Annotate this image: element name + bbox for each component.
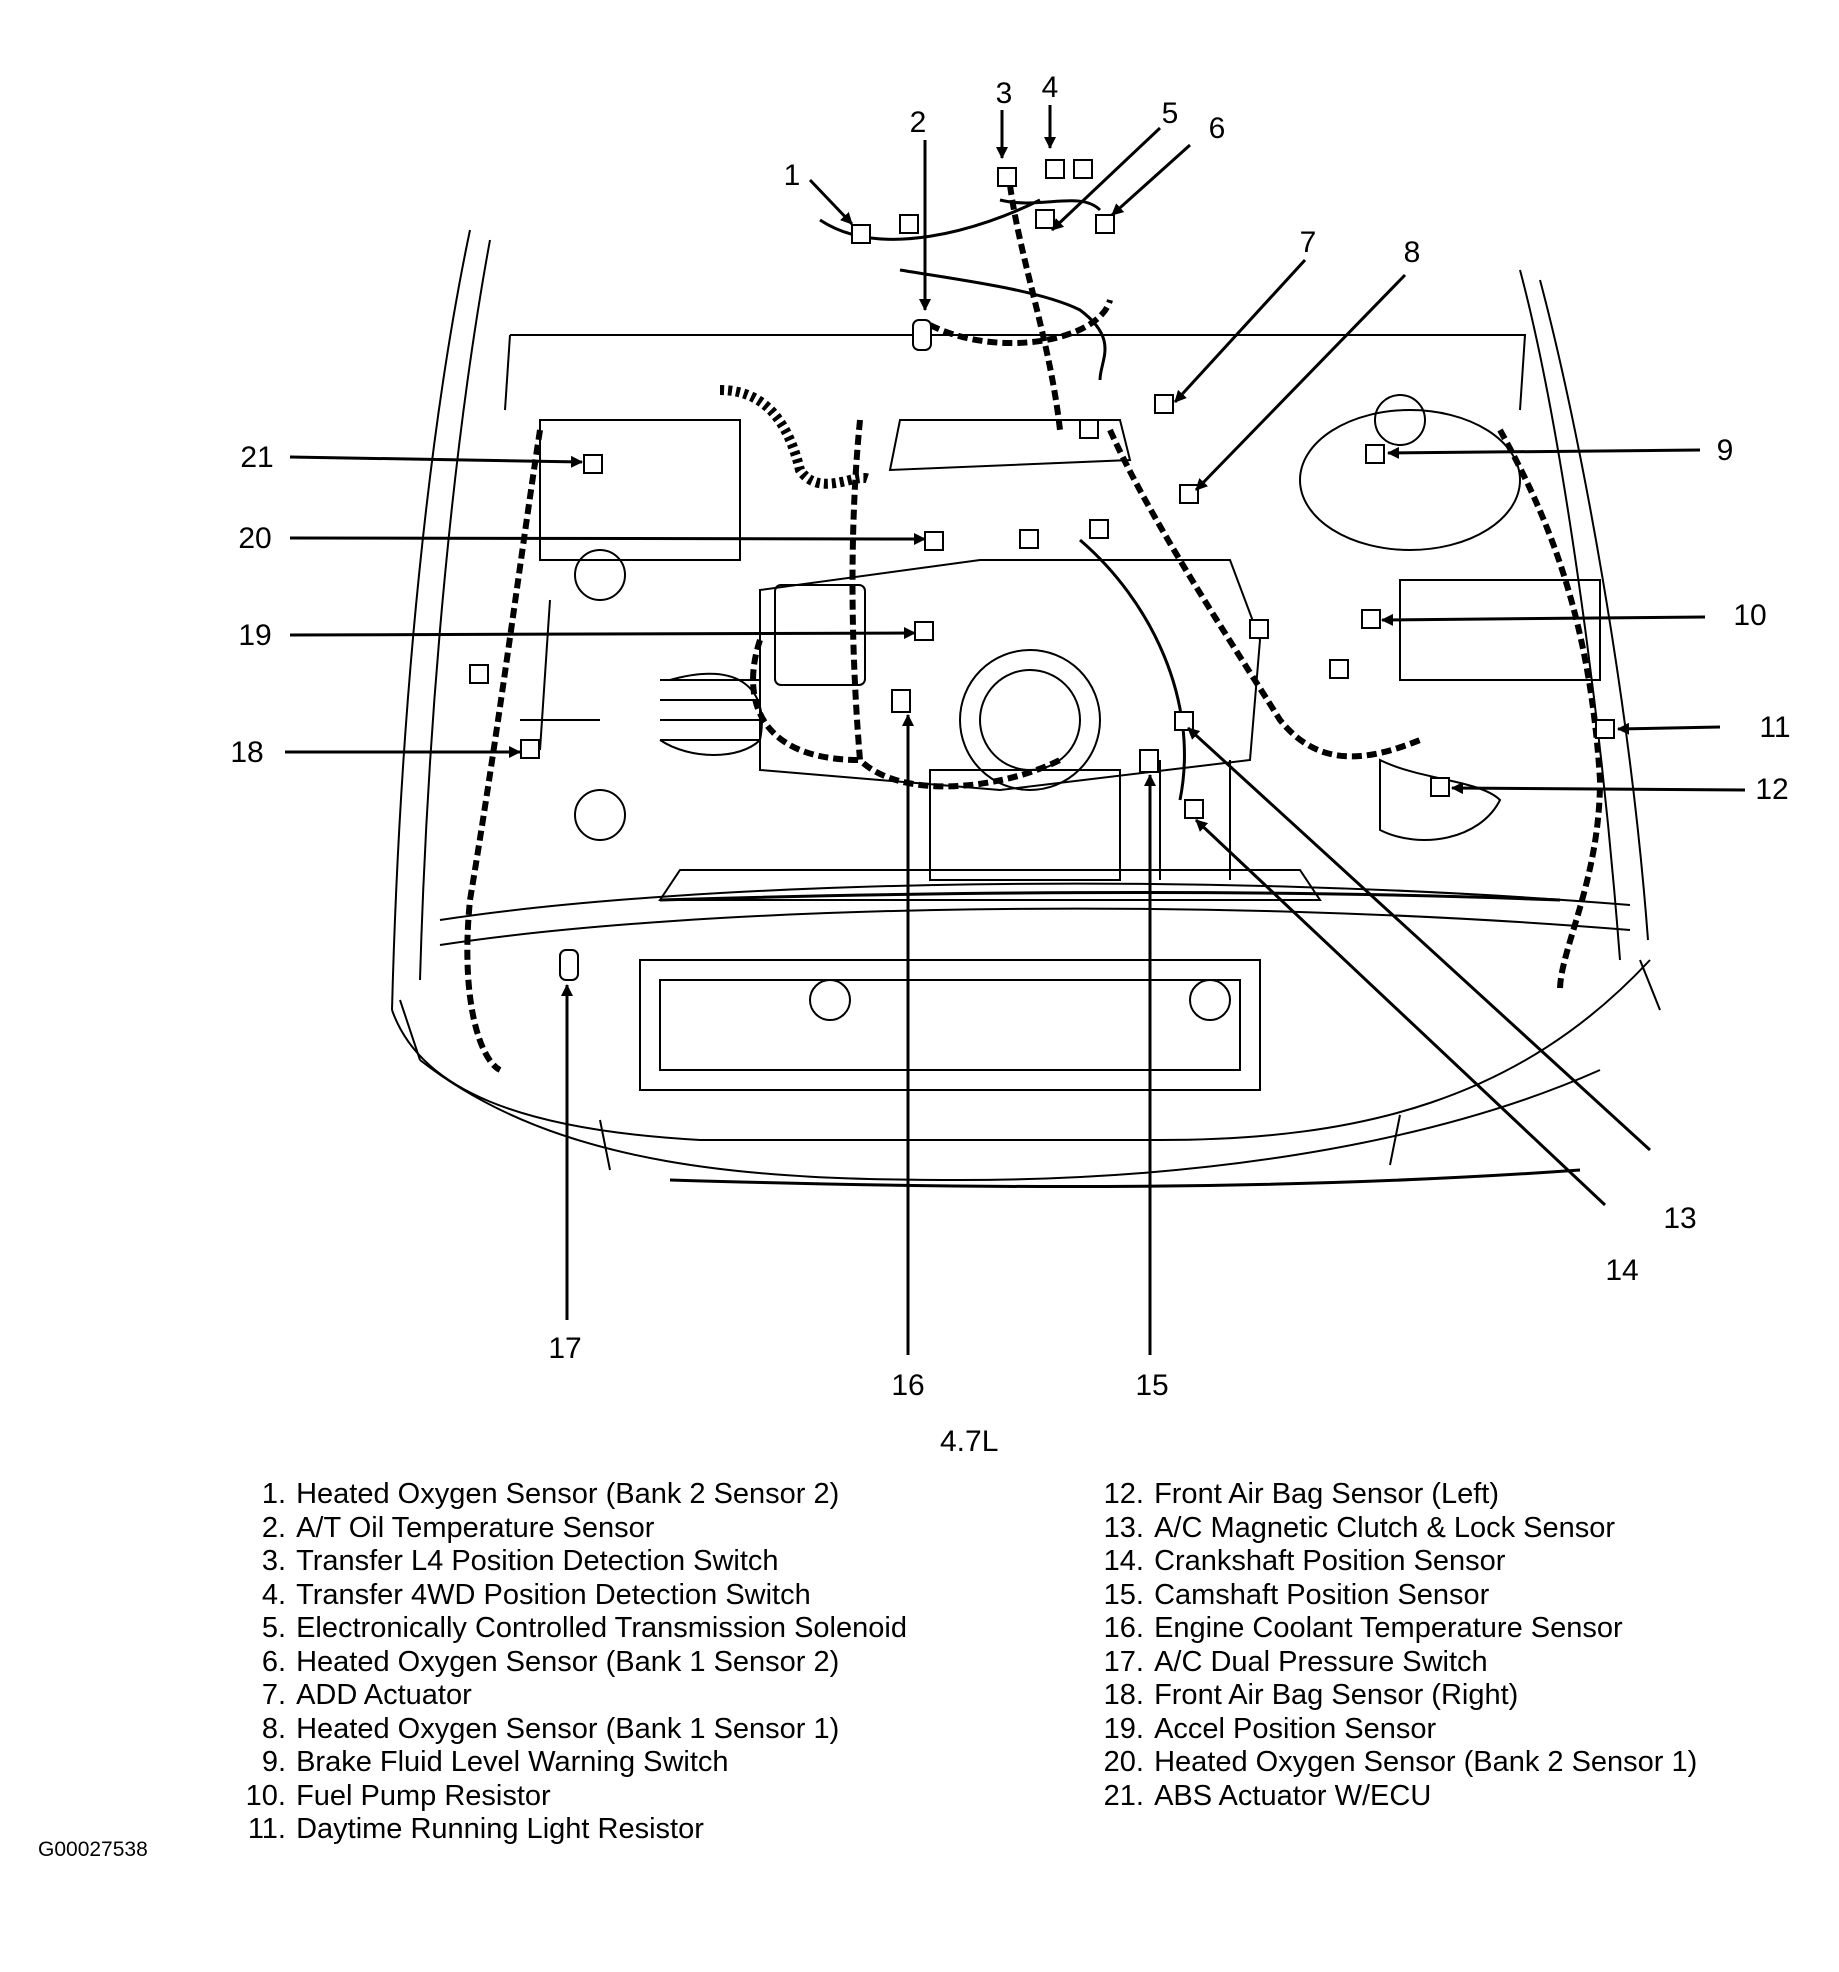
callout-15: 15	[1135, 1369, 1168, 1402]
callout-17: 17	[548, 1332, 581, 1365]
callout-numbers: 1 2 3 4 5 6 7 8 9 10 11 12 13 14 15 16 1…	[230, 71, 1790, 1402]
harness-wire	[659, 198, 1581, 1189]
callout-14: 14	[1605, 1254, 1638, 1287]
callout-11: 11	[1759, 711, 1790, 744]
harness-hose	[719, 385, 874, 489]
legend-item-2: 2. A/T Oil Temperature Sensor	[230, 1512, 907, 1546]
legend-item-12: 12. Front Air Bag Sensor (Left)	[1088, 1478, 1697, 1512]
callout-13: 13	[1663, 1202, 1696, 1235]
legend-num: 12.	[1103, 1478, 1144, 1510]
callout-1: 1	[784, 159, 801, 192]
callout-8: 8	[1404, 236, 1421, 269]
legend-num: 19.	[1103, 1712, 1144, 1745]
legend-text: Front Air Bag Sensor (Right)	[1154, 1679, 1519, 1711]
legend-num: 5.	[261, 1612, 286, 1644]
legend-num: 17.	[1103, 1645, 1144, 1678]
legend-text: ADD Actuator	[296, 1679, 472, 1711]
legend-item-1: 1. Heated Oxygen Sensor (Bank 2 Sensor 2…	[230, 1478, 907, 1512]
callout-2: 2	[910, 106, 927, 139]
legend-text: A/C Dual Pressure Switch	[1154, 1645, 1488, 1678]
vehicle-body-outline	[391, 229, 1661, 1182]
legend-text: Crankshaft Position Sensor	[1154, 1545, 1506, 1577]
legend-num: 20.	[1103, 1746, 1144, 1778]
engine-assembly	[520, 394, 1601, 1021]
callout-10: 10	[1733, 599, 1766, 632]
legend-item-3: 3. Transfer L4 Position Detection Switch	[230, 1545, 907, 1579]
legend-column-left: 1. Heated Oxygen Sensor (Bank 2 Sensor 2…	[230, 1478, 907, 1847]
legend-text: Front Air Bag Sensor (Left)	[1154, 1478, 1499, 1510]
legend-text: Heated Oxygen Sensor (Bank 2 Sensor 1)	[1154, 1746, 1698, 1778]
connectors	[469, 159, 1615, 981]
callout-19: 19	[238, 619, 271, 652]
legend-item-21: 21. ABS Actuator W/ECU	[1088, 1780, 1697, 1814]
legend-num: 6.	[261, 1645, 286, 1678]
legend-text: ABS Actuator W/ECU	[1154, 1779, 1432, 1812]
legend-item-11: 11. Daytime Running Light Resistor	[230, 1813, 907, 1847]
callout-7: 7	[1300, 226, 1317, 259]
legend-num: 21.	[1103, 1779, 1144, 1812]
legend-text: A/T Oil Temperature Sensor	[296, 1511, 655, 1544]
legend-item-15: 15. Camshaft Position Sensor	[1088, 1579, 1697, 1613]
legend-text: Camshaft Position Sensor	[1154, 1578, 1490, 1611]
legend-text: Electronically Controlled Transmission S…	[296, 1612, 907, 1644]
legend-num: 4.	[261, 1578, 286, 1611]
legend-item-9: 9. Brake Fluid Level Warning Switch	[230, 1746, 907, 1780]
legend-num: 9.	[261, 1746, 286, 1778]
legend-num: 15.	[1103, 1578, 1144, 1611]
legend-text: Heated Oxygen Sensor (Bank 2 Sensor 2)	[296, 1478, 840, 1510]
legend-text: Heated Oxygen Sensor (Bank 1 Sensor 2)	[296, 1645, 840, 1678]
legend-item-19: 19. Accel Position Sensor	[1088, 1713, 1697, 1747]
callout-6: 6	[1209, 112, 1226, 145]
legend-num: 18.	[1103, 1679, 1144, 1711]
legend-text: Engine Coolant Temperature Sensor	[1154, 1612, 1623, 1644]
legend-item-5: 5. Electronically Controlled Transmissio…	[230, 1612, 907, 1646]
legend-item-20: 20. Heated Oxygen Sensor (Bank 2 Sensor …	[1088, 1746, 1698, 1780]
callout-5: 5	[1162, 97, 1179, 130]
legend-item-17: 17. A/C Dual Pressure Switch	[1088, 1646, 1697, 1680]
legend-num: 8.	[261, 1712, 286, 1745]
legend-num: 11.	[247, 1813, 286, 1845]
legend-text: Transfer 4WD Position Detection Switch	[296, 1578, 811, 1611]
legend-item-18: 18. Front Air Bag Sensor (Right)	[1088, 1679, 1697, 1713]
legend-text: Fuel Pump Resistor	[296, 1779, 551, 1812]
legend-text: A/C Magnetic Clutch & Lock Sensor	[1154, 1511, 1616, 1544]
callout-12: 12	[1755, 773, 1788, 806]
wiring-harness	[464, 184, 1604, 1073]
engine-variant-label: 4.7L	[940, 1425, 999, 1458]
legend-item-7: 7. ADD Actuator	[230, 1679, 907, 1713]
figure-code: G00027538	[38, 1838, 148, 1861]
legend-item-13: 13. A/C Magnetic Clutch & Lock Sensor	[1088, 1512, 1697, 1546]
legend-item-16: 16. Engine Coolant Temperature Sensor	[1088, 1612, 1697, 1646]
legend-text: Transfer L4 Position Detection Switch	[296, 1545, 779, 1577]
legend-num: 14.	[1103, 1545, 1144, 1577]
legend-num: 3.	[261, 1545, 286, 1577]
legend-item-8: 8. Heated Oxygen Sensor (Bank 1 Sensor 1…	[230, 1713, 907, 1747]
callout-16: 16	[891, 1369, 924, 1402]
legend-text: Heated Oxygen Sensor (Bank 1 Sensor 1)	[296, 1712, 840, 1745]
callout-9: 9	[1717, 434, 1734, 467]
legend-num: 1.	[261, 1478, 286, 1510]
legend-column-right: 12. Front Air Bag Sensor (Left) 13. A/C …	[1088, 1478, 1698, 1814]
legend-item-10: 10. Fuel Pump Resistor	[230, 1780, 907, 1814]
callout-21: 21	[240, 441, 273, 474]
legend-text: Brake Fluid Level Warning Switch	[296, 1746, 729, 1778]
radiator-support	[439, 760, 1631, 1091]
callout-4: 4	[1042, 71, 1059, 104]
legend-text: Accel Position Sensor	[1154, 1712, 1437, 1745]
leader-lines	[285, 105, 1746, 1355]
legend-num: 2.	[261, 1511, 286, 1544]
callout-3: 3	[996, 77, 1013, 110]
callout-20: 20	[238, 522, 271, 555]
legend-item-6: 6. Heated Oxygen Sensor (Bank 1 Sensor 2…	[230, 1646, 907, 1680]
legend-text: Daytime Running Light Resistor	[296, 1813, 704, 1845]
legend-item-14: 14. Crankshaft Position Sensor	[1088, 1545, 1697, 1579]
legend-num: 16.	[1103, 1612, 1144, 1644]
legend-num: 10.	[245, 1779, 286, 1812]
callout-18: 18	[230, 736, 263, 769]
legend-item-4: 4. Transfer 4WD Position Detection Switc…	[230, 1579, 907, 1613]
legend-num: 7.	[261, 1679, 286, 1711]
legend-num: 13.	[1103, 1511, 1144, 1544]
